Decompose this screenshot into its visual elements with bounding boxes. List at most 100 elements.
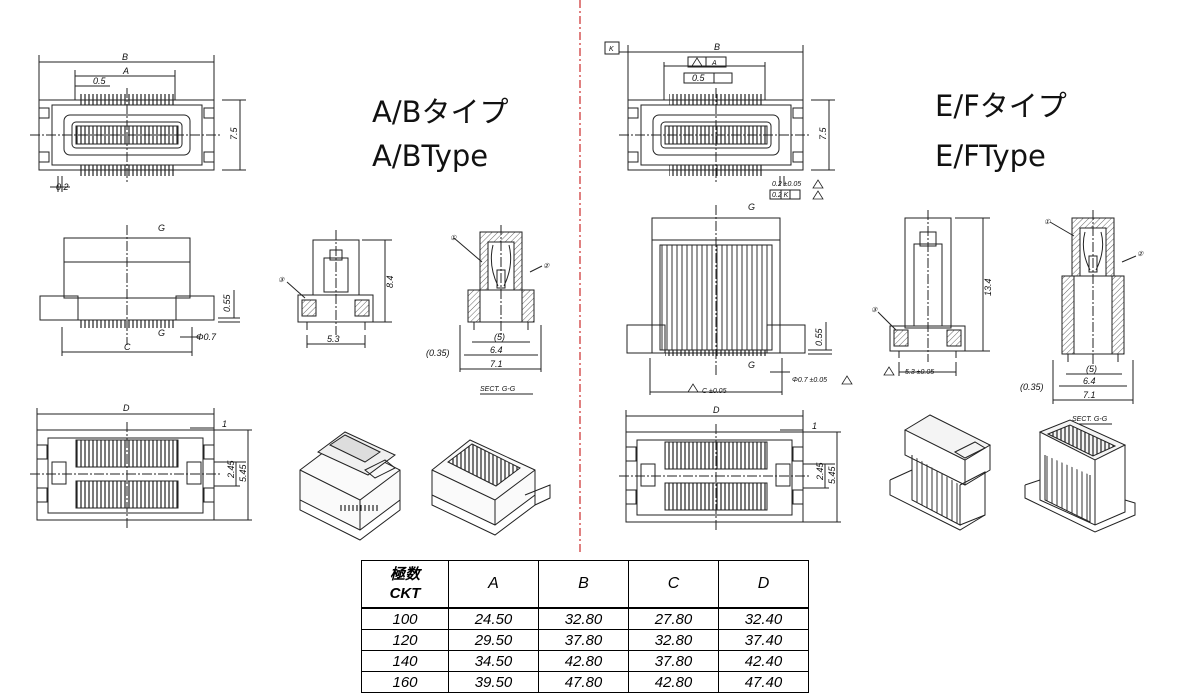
dim-0-35-ef: (0.35) xyxy=(1020,382,1044,392)
callout-4-ef: ③ xyxy=(871,306,878,314)
dim-g-bottom: G xyxy=(158,328,165,338)
dim-phi-0-7-tol: Φ0.7 ±0.05 xyxy=(792,377,827,384)
cell-a: 39.50 xyxy=(448,671,539,693)
cell-d: 37.40 xyxy=(718,629,809,651)
dim-a: A xyxy=(122,66,129,76)
cell-ckt: 120 xyxy=(361,629,449,651)
triangle-icon xyxy=(841,375,853,385)
header-b: B xyxy=(538,560,629,609)
ef-dimension-labels: K B A 0.5 7.5 0.2 ±0.05 0.2 K G G C ±0.0… xyxy=(609,42,1144,484)
callout-1-ef: ① xyxy=(1044,218,1051,226)
ef-isometric-plug xyxy=(889,414,992,531)
ab-section-gg xyxy=(453,225,543,395)
ab-dimension-labels: B A 0.5 7.5 0.2 G G C 0.55 Φ0.7 ③ 8.4 5.… xyxy=(56,52,550,482)
header-a: A xyxy=(448,560,539,609)
ab-side-view xyxy=(39,225,240,356)
dim-2-45-ef: 2.45 xyxy=(815,461,825,481)
dim-2-45: 2.45 xyxy=(226,459,236,479)
dim-7-1: 7.1 xyxy=(490,359,503,369)
dim-b-ef: B xyxy=(714,42,720,52)
cell-b: 32.80 xyxy=(538,607,629,630)
ef-section-gg xyxy=(1049,210,1137,425)
dim-7-5: 7.5 xyxy=(229,126,239,140)
dim-0-2: 0.2 xyxy=(56,182,69,192)
cell-a: 34.50 xyxy=(448,650,539,672)
ab-type-title-en: A/BType xyxy=(372,139,489,173)
header-ckt-en: CKT xyxy=(389,585,421,602)
cell-ckt: 160 xyxy=(361,671,449,693)
dim-1: 1 xyxy=(222,419,227,429)
ab-top-view xyxy=(30,55,246,192)
dim-c: C xyxy=(124,342,131,352)
table-row: 120 29.50 37.80 32.80 37.40 xyxy=(361,629,809,651)
dim-13-4: 13.4 xyxy=(983,278,993,296)
cell-c: 37.80 xyxy=(628,650,719,672)
dim-0-35: (0.35) xyxy=(426,348,450,358)
cell-d: 47.40 xyxy=(718,671,809,693)
position-tol-k: 0.2 K xyxy=(772,192,789,199)
cell-b: 47.80 xyxy=(538,671,629,693)
ef-type-title-jp: E/Fタイプ xyxy=(935,89,1067,123)
ef-front-view xyxy=(877,210,990,376)
sect-label: SECT. G-G xyxy=(480,386,516,393)
triangle-icon xyxy=(883,366,895,376)
sect-label-ef: SECT. G-G xyxy=(1072,416,1108,423)
ef-isometric-receptacle xyxy=(1024,419,1136,533)
dim-7-5-ef: 7.5 xyxy=(818,126,828,140)
dim-1-ef: 1 xyxy=(812,421,817,431)
dim-0-2-tol: 0.2 ±0.05 xyxy=(772,181,801,188)
dim-6-4-ef: 6.4 xyxy=(1083,376,1096,386)
dimension-table: 極数 CKT A B C D 100 24.50 32.80 27.80 32.… xyxy=(361,560,809,693)
triangle-icon xyxy=(687,383,699,393)
ab-bottom-view xyxy=(30,408,252,528)
ef-type-title-en: E/FType xyxy=(935,139,1046,173)
header-c: C xyxy=(628,560,719,609)
cell-ckt: 140 xyxy=(361,650,449,672)
ef-top-view xyxy=(604,41,835,200)
triangle-icon xyxy=(691,57,703,67)
dim-0-5: 0.5 xyxy=(93,76,107,86)
cell-a: 29.50 xyxy=(448,629,539,651)
dim-8-4: 8.4 xyxy=(385,275,395,288)
dim-a-ef: A xyxy=(711,60,717,67)
cell-b: 42.80 xyxy=(538,650,629,672)
cell-d: 32.40 xyxy=(718,607,809,630)
dim-7-1-ef: 7.1 xyxy=(1083,390,1096,400)
dim-g-top-ef: G xyxy=(748,202,755,212)
ab-isometric-receptacle xyxy=(431,439,551,536)
dim-5: (5) xyxy=(494,332,505,342)
cell-c: 32.80 xyxy=(628,629,719,651)
callout-4: ③ xyxy=(278,276,285,284)
note-triangles xyxy=(687,57,895,393)
triangle-icon xyxy=(812,179,824,189)
callout-2-ef: ② xyxy=(1137,250,1144,258)
dim-5-ef: (5) xyxy=(1086,364,1097,374)
ab-front-view xyxy=(286,230,392,348)
dim-0-55: 0.55 xyxy=(222,293,232,312)
header-d: D xyxy=(718,560,809,609)
dim-b: B xyxy=(122,52,128,62)
table-row: 100 24.50 32.80 27.80 32.40 xyxy=(361,607,809,630)
dim-0-55-ef: 0.55 xyxy=(814,327,824,346)
dim-5-45: 5.45 xyxy=(238,463,248,482)
header-ckt: 極数 CKT xyxy=(361,560,449,609)
triangle-icon xyxy=(812,190,824,200)
dim-d: D xyxy=(123,403,130,413)
datum-k: K xyxy=(609,46,614,53)
dim-g-bottom-ef: G xyxy=(748,360,755,370)
cell-c: 27.80 xyxy=(628,607,719,630)
table-row: 140 34.50 42.80 37.80 42.40 xyxy=(361,650,809,672)
table-header-row: 極数 CKT A B C D xyxy=(361,560,809,609)
callout-2: ② xyxy=(543,262,550,270)
dim-5-45-ef: 5.45 xyxy=(827,465,837,484)
dim-5-3: 5.3 xyxy=(327,334,340,344)
dim-6-4: 6.4 xyxy=(490,345,503,355)
ef-side-view xyxy=(626,205,832,395)
cell-a: 24.50 xyxy=(448,607,539,630)
cell-b: 37.80 xyxy=(538,629,629,651)
dim-g-top: G xyxy=(158,223,165,233)
cell-d: 42.40 xyxy=(718,650,809,672)
ab-isometric-plug xyxy=(299,431,401,541)
ab-type-title-jp: A/Bタイプ xyxy=(372,95,509,129)
